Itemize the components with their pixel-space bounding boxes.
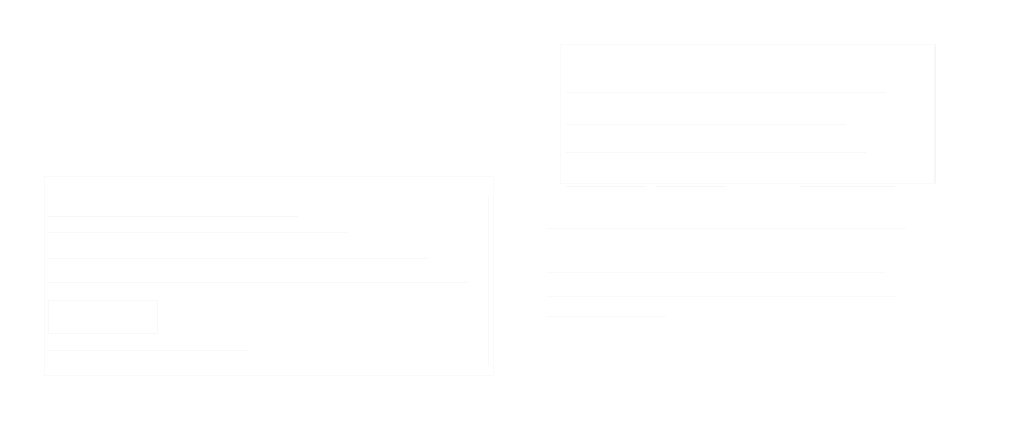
left-text-line (48, 258, 428, 259)
right-tab-placeholder (566, 170, 646, 187)
right-lower-text-line (546, 316, 666, 317)
left-text-line (48, 282, 468, 283)
right-panel (560, 44, 936, 184)
right-lower-text-line (546, 228, 906, 229)
left-text-line (48, 232, 348, 233)
right-tab-placeholder (656, 170, 726, 187)
left-panel (44, 176, 494, 376)
right-text-line (566, 124, 846, 125)
right-lower-text-line (546, 296, 896, 297)
left-content-block (48, 300, 158, 334)
right-tab-placeholder (800, 170, 895, 187)
right-text-line (566, 152, 866, 153)
panel-divider (488, 196, 489, 366)
left-title-placeholder (48, 196, 298, 217)
right-lower-text-line (546, 272, 886, 273)
right-text-line (566, 92, 886, 93)
left-text-line (48, 350, 248, 351)
